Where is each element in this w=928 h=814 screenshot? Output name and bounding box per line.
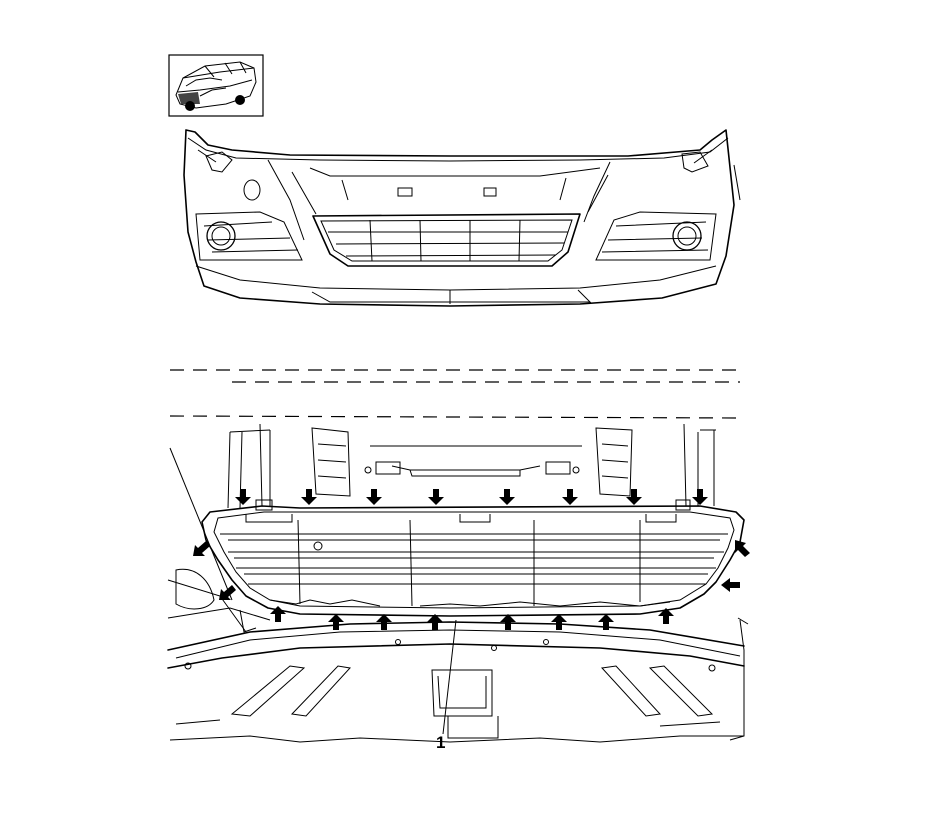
push-arrows [193,489,750,630]
push-arrow-icon [193,541,210,556]
push-arrow-icon [328,614,344,630]
push-arrow-icon [219,585,236,600]
push-arrow-icon [270,606,286,622]
push-arrow-icon [735,540,750,557]
push-arrow-icon [428,489,444,505]
push-arrow-icon [551,614,567,630]
push-arrow-icon [626,489,642,505]
callout-1: 1 [436,619,457,752]
push-arrow-icon [235,489,251,505]
bumper-lower-detail [167,369,749,743]
push-arrow-icon [376,614,392,630]
push-arrow-icon [562,489,578,505]
bumper-front-view [183,129,741,307]
push-arrow-icon [366,489,382,505]
vehicle-thumbnail-icon [168,54,264,117]
push-arrow-icon [499,489,515,505]
push-arrow-icon [598,614,614,630]
push-arrow-icon [692,489,708,505]
push-arrow-icon [658,608,674,624]
push-arrow-icon [721,578,740,592]
push-arrow-icon [301,489,317,505]
callout-label-1: 1 [436,733,445,752]
push-arrow-icon [500,614,516,630]
lower-grille [201,499,745,617]
push-arrow-icon [427,614,443,630]
